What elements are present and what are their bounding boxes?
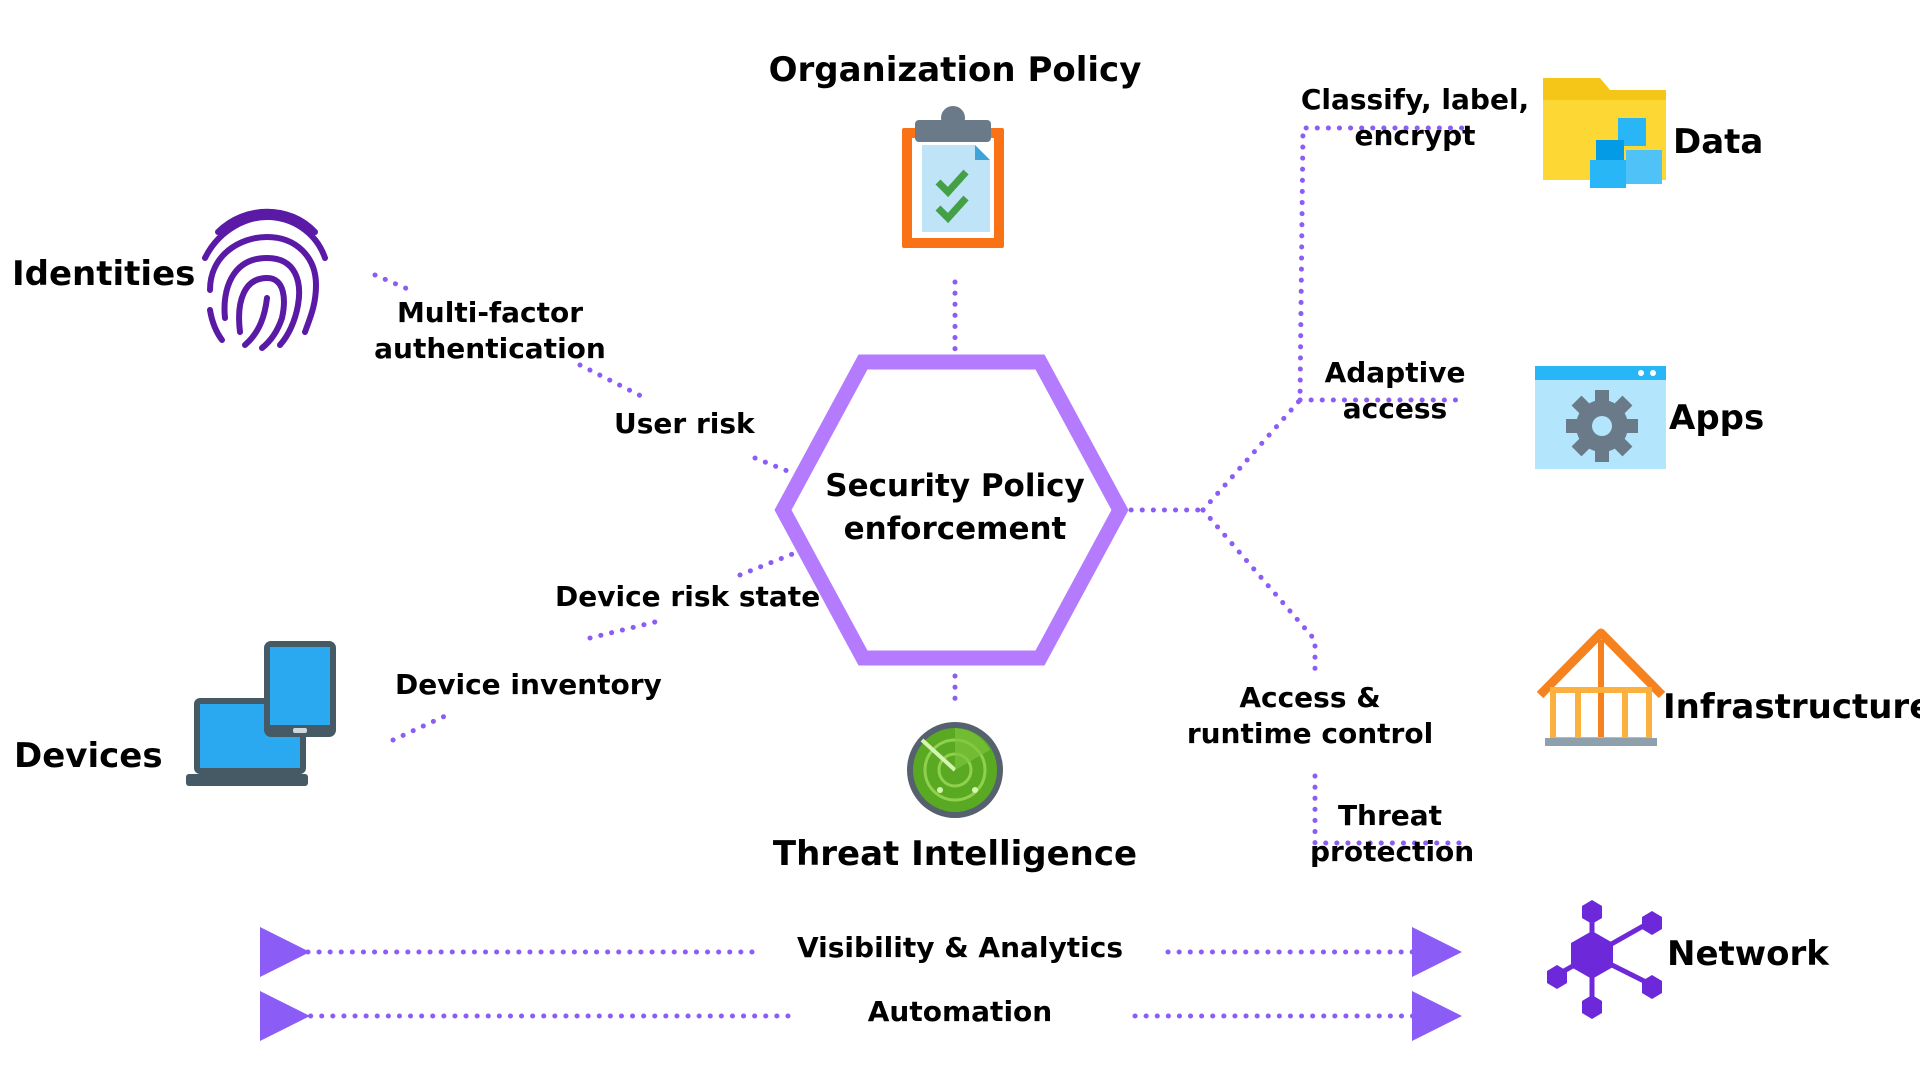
folder-cubes-icon — [1543, 78, 1666, 188]
connector-devices-c — [390, 713, 448, 743]
mfa-label: Multi-factor authentication — [370, 295, 610, 368]
classify-label-line2: encrypt — [1354, 119, 1476, 153]
access-runtime-line2: runtime control — [1186, 717, 1434, 751]
adaptive-access-label: Adaptive access — [1320, 355, 1470, 428]
connector-devices-a — [737, 550, 798, 578]
devices-icon — [186, 641, 336, 786]
device-risk-label: Device risk state — [555, 580, 821, 613]
connector-network — [1312, 773, 1466, 846]
center-title: Security Policy enforcement — [790, 465, 1120, 552]
center-title-line1: Security Policy — [825, 468, 1085, 504]
center-title-line2: enforcement — [843, 511, 1067, 548]
connector-devices-b — [587, 619, 658, 641]
house-frame-icon — [1536, 628, 1666, 746]
automation-label: Automation — [867, 995, 1053, 1028]
connector-identities-c — [752, 455, 793, 475]
fingerprint-icon — [202, 208, 328, 351]
network-hub-icon — [1547, 900, 1662, 1019]
threat-protection-label: Threat protection — [1310, 798, 1475, 871]
apps-label: Apps — [1669, 398, 1765, 438]
radar-icon — [907, 722, 1003, 818]
threat-intelligence-title: Threat Intelligence — [772, 834, 1138, 874]
connector-identities-a — [372, 272, 413, 293]
mfa-label-line2: authentication — [374, 332, 606, 366]
classify-label: Classify, label, encrypt — [1300, 82, 1530, 155]
clipboard-checklist-icon — [902, 106, 1004, 248]
threat-protection-line1: Threat — [1337, 799, 1443, 832]
threat-protection-line2: protection — [1310, 835, 1475, 869]
organization-policy-title: Organization Policy — [768, 50, 1142, 90]
devices-label: Devices — [14, 736, 163, 776]
connectors — [260, 125, 1466, 1041]
user-risk-label: User risk — [614, 407, 755, 440]
access-runtime-label: Access & runtime control — [1180, 680, 1440, 753]
device-inventory-label: Device inventory — [395, 668, 662, 701]
connector-infrastructure — [1200, 507, 1318, 680]
access-runtime-line1: Access & — [1239, 681, 1381, 714]
adaptive-access-line1: Adaptive — [1324, 356, 1466, 389]
connector-data — [1200, 125, 1466, 513]
data-label: Data — [1673, 122, 1764, 162]
connector-identities-b — [577, 362, 648, 401]
classify-label-line1: Classify, label, — [1300, 83, 1530, 116]
identities-label: Identities — [12, 254, 196, 294]
infrastructure-label: Infrastructure — [1663, 687, 1920, 727]
security-policy-hexagon — [774, 354, 1129, 666]
adaptive-access-line2: access — [1342, 392, 1448, 426]
network-label: Network — [1667, 934, 1829, 974]
window-gear-icon — [1535, 366, 1666, 469]
mfa-label-line1: Multi-factor — [396, 296, 584, 329]
visibility-analytics-label: Visibility & Analytics — [796, 931, 1124, 964]
